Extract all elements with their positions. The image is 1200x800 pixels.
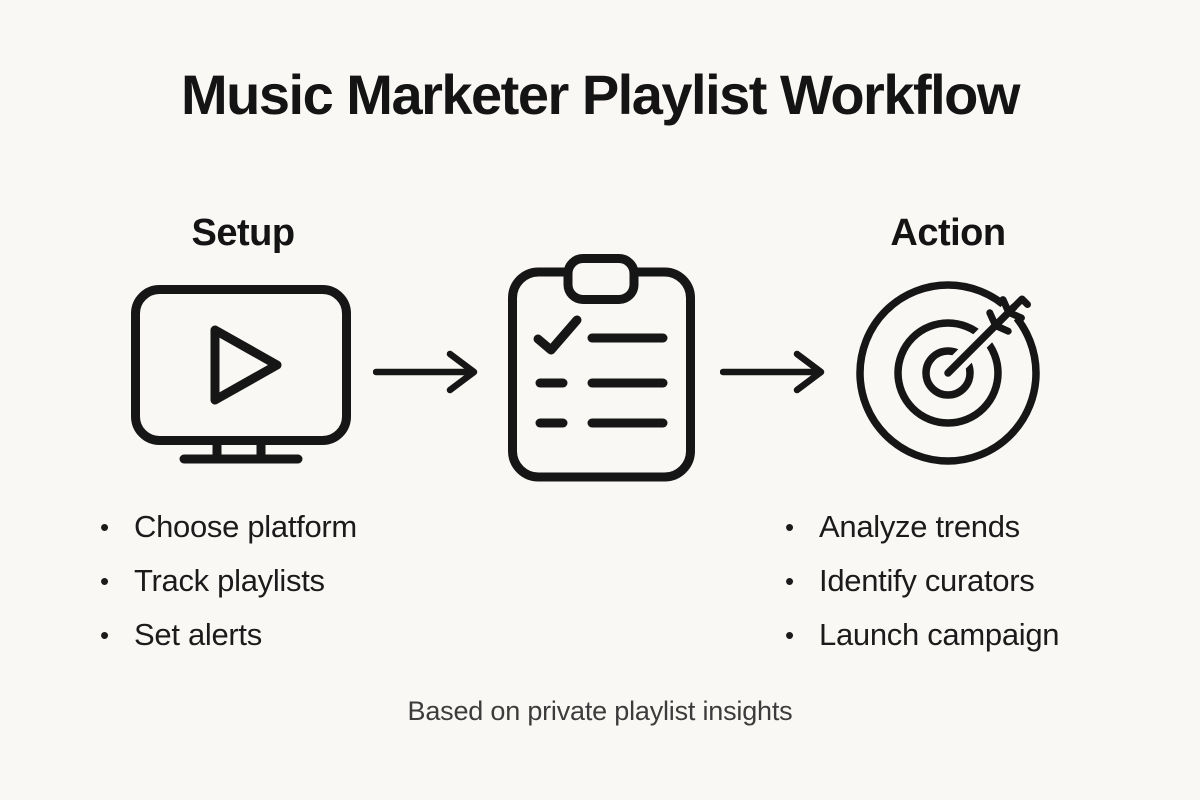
bullet-icon: • bbox=[100, 512, 109, 542]
action-bullet-list: • Analyze trends • Identify curators • L… bbox=[785, 500, 1060, 662]
monitor-play-icon bbox=[131, 285, 351, 467]
list-item: • Set alerts bbox=[100, 608, 357, 662]
stage-label-setup: Setup bbox=[191, 212, 295, 254]
bullet-icon: • bbox=[785, 512, 794, 542]
list-item-label: Set alerts bbox=[134, 617, 262, 652]
list-item: • Analyze trends bbox=[785, 500, 1059, 554]
stage-label-action: Action bbox=[890, 212, 1006, 254]
bullet-icon: • bbox=[785, 566, 794, 596]
list-item: • Launch campaign bbox=[785, 608, 1060, 662]
page-title: Music Marketer Playlist Workflow bbox=[181, 63, 1020, 126]
list-item-label: Launch campaign bbox=[819, 617, 1060, 652]
list-item: • Track playlists bbox=[100, 554, 357, 608]
list-item-label: Track playlists bbox=[134, 563, 325, 598]
right-arrow-icon bbox=[720, 350, 830, 394]
bullet-icon: • bbox=[785, 620, 794, 650]
clipboard-checklist-icon bbox=[508, 254, 695, 482]
list-item: • Choose platform bbox=[100, 500, 357, 554]
list-item-label: Identify curators bbox=[819, 563, 1035, 598]
footer-caption: Based on private playlist insights bbox=[407, 696, 793, 726]
target-dart-icon bbox=[856, 281, 1040, 465]
list-item-label: Analyze trends bbox=[819, 509, 1020, 544]
right-arrow-icon bbox=[373, 350, 483, 394]
list-item: • Identify curators bbox=[785, 554, 1059, 608]
setup-bullet-list: • Choose platform • Track playlists • Se… bbox=[100, 500, 357, 662]
list-item-label: Choose platform bbox=[134, 509, 357, 544]
bullet-icon: • bbox=[100, 566, 109, 596]
bullet-icon: • bbox=[100, 620, 109, 650]
